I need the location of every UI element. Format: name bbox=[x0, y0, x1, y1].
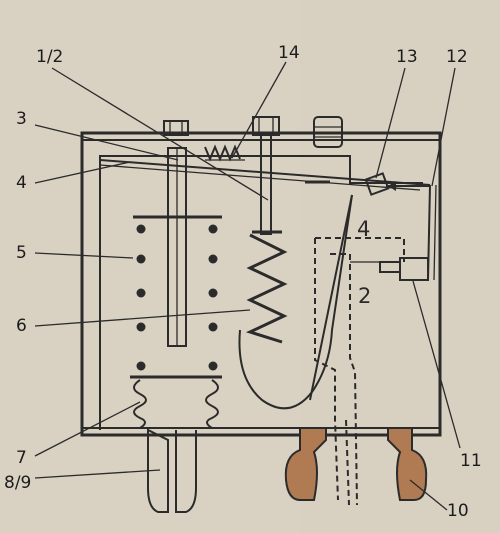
callout-labels: 1/2 3 4 5 6 7 8/9 10 11 12 13 14 bbox=[4, 43, 482, 521]
contact-13 bbox=[364, 172, 430, 196]
top-screw-left bbox=[163, 120, 189, 136]
flexible-lead-loop bbox=[238, 194, 353, 410]
leader-lines bbox=[34, 61, 461, 511]
label-12: 12 bbox=[446, 47, 468, 67]
inner-label-2: 2 bbox=[358, 284, 371, 308]
range-spring-stem bbox=[252, 133, 282, 235]
label-14: 14 bbox=[278, 43, 300, 63]
label-7: 7 bbox=[16, 448, 27, 468]
label-10: 10 bbox=[447, 501, 469, 521]
range-spring bbox=[245, 233, 288, 344]
inner-labels: 4 2 bbox=[357, 217, 371, 308]
label-6: 6 bbox=[16, 316, 27, 336]
capillary-connector bbox=[147, 428, 197, 513]
snap-blade bbox=[309, 194, 353, 401]
top-screw-right bbox=[313, 116, 343, 148]
label-1-2: 1/2 bbox=[36, 47, 63, 67]
cable-seal bbox=[284, 427, 428, 501]
label-4: 4 bbox=[16, 173, 27, 193]
contact-11 bbox=[350, 257, 429, 281]
lower-bellows-springs bbox=[133, 379, 219, 429]
bellows-dots bbox=[136, 224, 218, 371]
dashed-terminal bbox=[314, 237, 405, 506]
label-5: 5 bbox=[16, 243, 27, 263]
inner-label-4: 4 bbox=[357, 217, 370, 241]
bellows-stem bbox=[167, 147, 187, 347]
label-13: 13 bbox=[396, 47, 418, 67]
label-3: 3 bbox=[16, 109, 27, 129]
label-11: 11 bbox=[460, 451, 482, 471]
small-spring bbox=[204, 144, 245, 162]
label-8-9: 8/9 bbox=[4, 473, 31, 493]
